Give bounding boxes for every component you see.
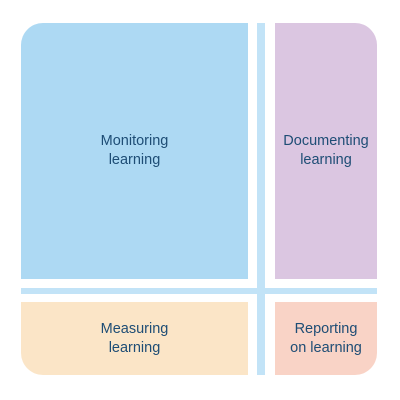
measuring-learning-block: Measuring learning <box>21 302 248 375</box>
vertical-divider <box>257 23 265 375</box>
documenting-learning-block: Documenting learning <box>275 23 377 279</box>
documenting-learning-label: Documenting learning <box>283 133 369 168</box>
reporting-on-learning-label: Reporting on learning <box>290 320 362 356</box>
quadrant-frame: Monitoring learning Documenting learning… <box>21 23 377 375</box>
measuring-learning-label: Measuring learning <box>100 320 169 356</box>
reporting-on-learning-block: Reporting on learning <box>275 302 377 375</box>
horizontal-divider <box>21 288 377 294</box>
monitoring-learning-label: Monitoring learning <box>100 133 169 168</box>
monitoring-learning-block: Monitoring learning <box>21 23 248 279</box>
